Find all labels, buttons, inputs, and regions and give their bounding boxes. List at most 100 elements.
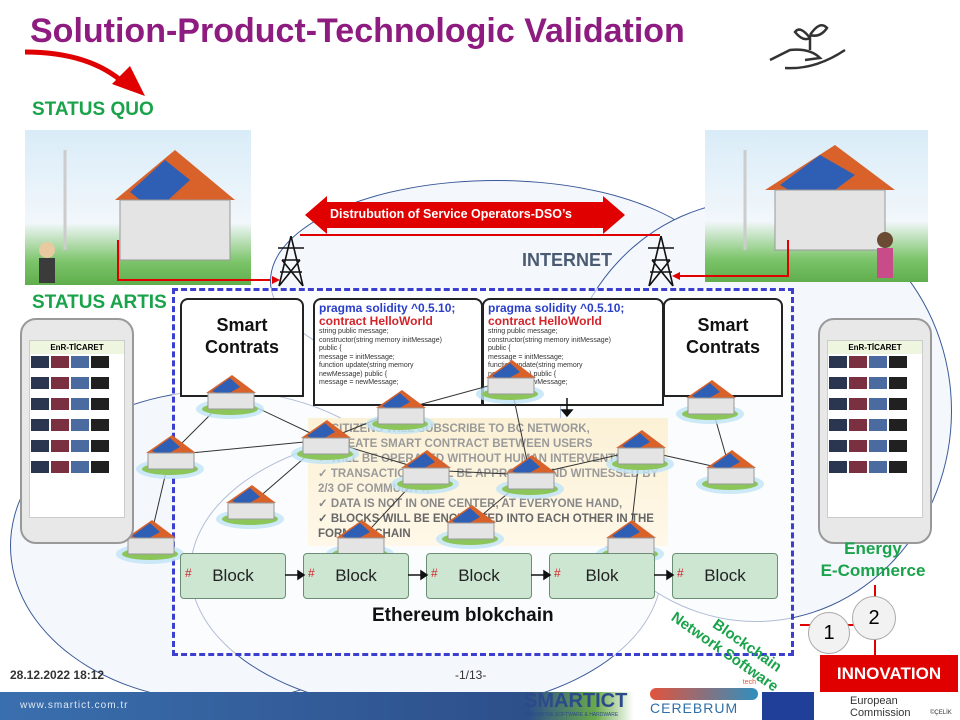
footer-bar [0,692,960,720]
eu-flag-icon [762,692,814,720]
peer-house-icon [196,375,264,419]
red-curved-arrow-icon [24,49,145,96]
product-thumbnail [889,461,907,473]
product-thumbnail [869,356,887,368]
product-thumbnail [869,419,887,431]
block: #Block [672,553,778,599]
copyright-label: ©ÇELİK [930,710,952,716]
code-line: public { [488,345,511,352]
product-thumbnail [829,377,847,389]
phone-mockup-left: EnR-TİCARET [20,318,134,544]
peer-house-icon [436,505,504,549]
product-thumbnail [71,419,89,431]
code-line: message = newMessage; [319,379,399,386]
house-illustration-right [705,130,928,282]
product-thumbnail [31,398,49,410]
code-line: string public message; [319,328,389,335]
product-thumbnail [829,356,847,368]
smart-contract-bubble-right: Smart Contrats [663,298,783,397]
product-thumbnail [31,461,49,473]
product-thumbnail [91,398,109,410]
block: #Block [303,553,409,599]
peer-house-icon [676,380,744,424]
product-thumbnail [71,356,89,368]
product-thumbnail [849,398,867,410]
code-line: message = initMessage; [488,353,564,361]
chain-label: Ethereum blokchain [372,605,554,626]
product-thumbnail [31,377,49,389]
product-thumbnail [889,398,907,410]
product-thumbnail [889,440,907,452]
code-line: function update(string memory [319,362,414,369]
peer-house-icon [606,430,674,474]
product-thumbnail [31,419,49,431]
product-thumbnail [91,419,109,431]
product-thumbnail [869,440,887,452]
peer-house-icon [496,455,564,499]
product-thumbnail [829,398,847,410]
product-thumbnail [849,419,867,431]
product-thumbnail [869,398,887,410]
product-thumbnail [849,440,867,452]
product-thumbnail [31,440,49,452]
product-thumbnail [889,377,907,389]
smart-contract-label: Smart Contrats [204,315,279,357]
code-pragma: pragma solidity ^0.5.10; [488,301,625,315]
store-title: EnR-TİCARET [30,341,124,354]
peer-house-icon [476,360,544,404]
product-thumbnail [889,356,907,368]
block: #Blok [549,553,655,599]
step-1-badge: 1 [808,612,850,654]
product-thumbnail [829,461,847,473]
peer-house-icon [116,520,184,564]
product-thumbnail [91,377,109,389]
info-item: ✓ DATA IS NOT IN ONE CENTER, AT EVERYONE… [318,498,623,510]
network-link [169,439,326,456]
product-thumbnail [889,419,907,431]
code-line: public { [319,345,342,352]
code-pragma: pragma solidity ^0.5.10; [319,301,456,315]
code-contract: contract HelloWorld [488,314,602,328]
product-thumbnail [869,377,887,389]
product-thumbnail [91,440,109,452]
power-tower-icon [648,236,674,287]
code-bubble: pragma solidity ^0.5.10;contract HelloWo… [313,298,483,406]
code-contract: contract HelloWorld [319,314,433,328]
step-2-badge: 2 [852,596,896,640]
product-thumbnail [51,398,69,410]
product-thumbnail [51,419,69,431]
product-thumbnail [51,440,69,452]
product-thumbnail [849,356,867,368]
product-thumbnail [71,461,89,473]
peer-house-icon [136,435,204,479]
product-thumbnail [51,356,69,368]
product-thumbnail [51,461,69,473]
house-illustration-left [25,130,251,285]
product-thumbnail [51,377,69,389]
product-thumbnail [869,461,887,473]
phone-mockup-right: EnR-TİCARET [818,318,932,544]
power-tower-icon [278,236,304,287]
store-title: EnR-TİCARET [828,341,922,354]
product-thumbnail [91,461,109,473]
code-line: message = initMessage; [319,353,395,361]
hand-plant-icon [769,23,846,70]
innovation-badge: INNOVATION [820,655,958,693]
block: #Block [180,553,286,599]
page-number: -1/13- [455,668,487,682]
smart-contract-bubble-left: Smart Contrats [180,298,304,397]
status-quo-label: STATUS QUO [32,99,154,120]
product-thumbnail [71,398,89,410]
product-thumbnail [849,377,867,389]
internet-label: INTERNET [522,250,612,270]
peer-house-icon [391,450,459,494]
smart-contract-label: Smart Contrats [685,315,760,357]
dso-banner-label: Distrubution of Service Operators-DSO’s [330,207,572,221]
status-artis-label: STATUS ARTIS [32,292,167,313]
website-link[interactable]: www.smartict.com.tr [20,700,129,711]
product-thumbnail [71,440,89,452]
